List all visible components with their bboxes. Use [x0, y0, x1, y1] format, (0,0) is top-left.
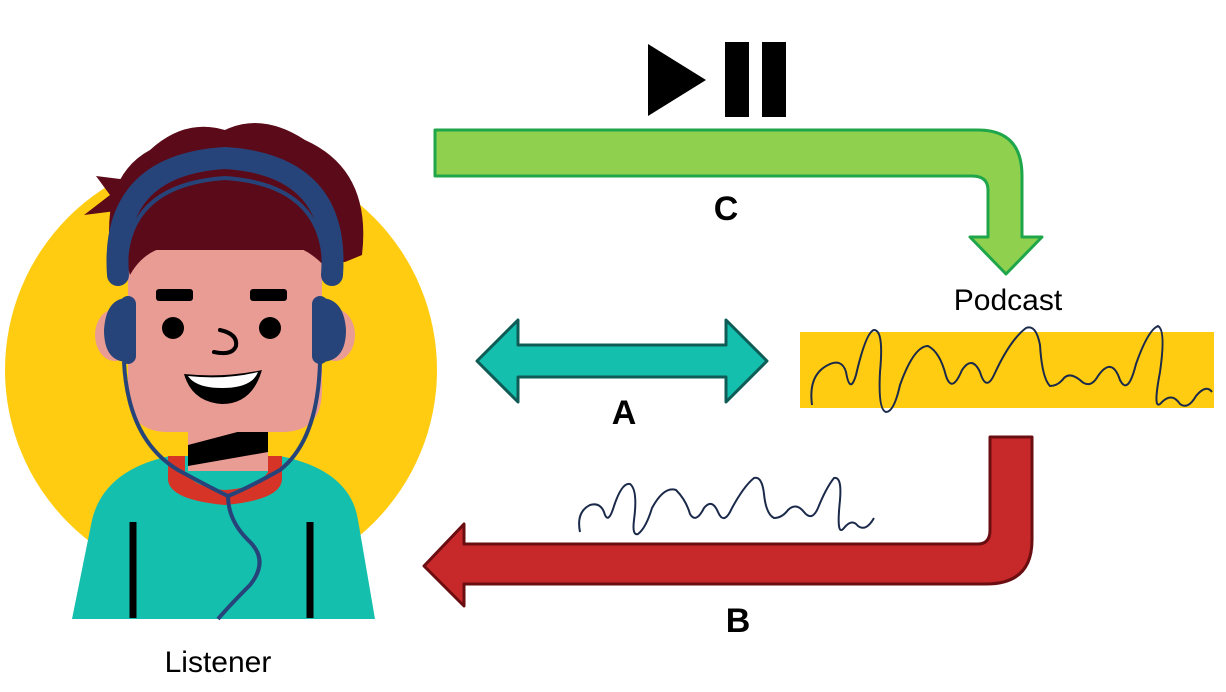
hair-tuft [84, 176, 128, 215]
shirt [72, 456, 375, 619]
arrow-b: B [422, 435, 1034, 640]
face [128, 250, 322, 432]
arrow-b-shape [422, 435, 1034, 608]
arrow-a-shape [475, 318, 769, 404]
returned-waveform [578, 476, 875, 536]
arrow-b-label: B [726, 602, 751, 640]
neck-shadow [188, 424, 268, 466]
arrow-c: C [433, 128, 1044, 276]
podcast-waveform [810, 324, 1213, 414]
eye-left [162, 317, 184, 339]
teeth [188, 372, 258, 388]
headphones-cup-right-outer [312, 296, 328, 364]
pause-bar-left [725, 42, 749, 117]
headphones-cup-left-outer [120, 296, 136, 364]
pause-bar-right [762, 42, 786, 117]
arrow-a-label: A [612, 394, 637, 432]
arrow-c-shape [433, 128, 1044, 276]
podcast-label: Podcast [954, 284, 1063, 317]
listener-label: Listener [165, 646, 272, 679]
eyebrow-right [250, 289, 287, 301]
play-pause-icon [648, 42, 786, 117]
nose [212, 328, 239, 356]
podcast-band [800, 332, 1214, 408]
play-triangle [648, 44, 706, 116]
headphones-band [106, 146, 344, 286]
arrow-c-label: C [714, 190, 739, 228]
headphones-band-inner [123, 175, 327, 276]
hair-fringe [124, 221, 326, 275]
eye-right [259, 317, 281, 339]
listener-figure: Listener [5, 122, 437, 679]
eyebrow-left [156, 289, 193, 301]
podcast: Podcast [800, 284, 1214, 414]
arrow-a: A [475, 318, 769, 432]
headphones-cable [122, 361, 322, 621]
